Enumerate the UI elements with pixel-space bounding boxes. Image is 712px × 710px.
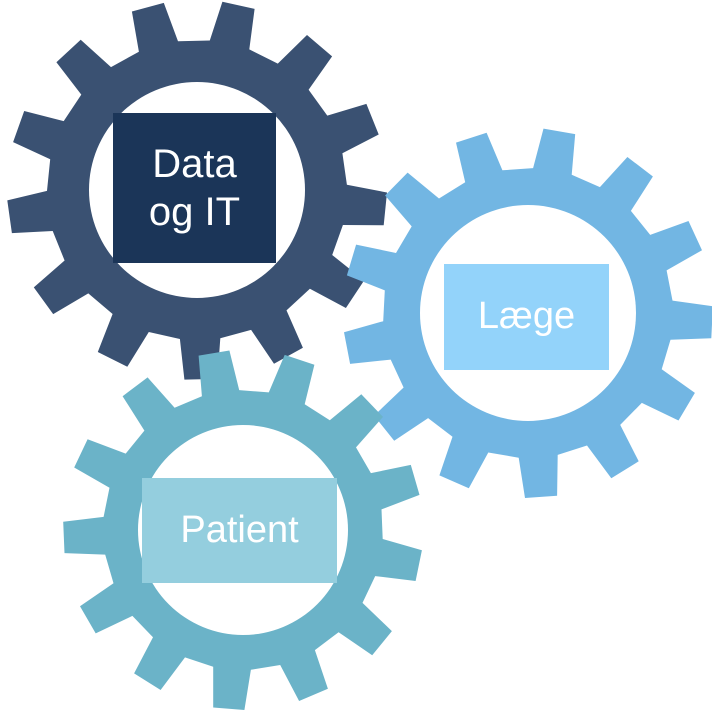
patient-label: Patient [142, 478, 337, 583]
laege-label: Læge [444, 264, 609, 370]
laege-gear [344, 128, 712, 498]
patient-gear [63, 350, 422, 710]
data-gear [7, 1, 388, 380]
data-og-it-label: Data og IT [113, 113, 276, 263]
